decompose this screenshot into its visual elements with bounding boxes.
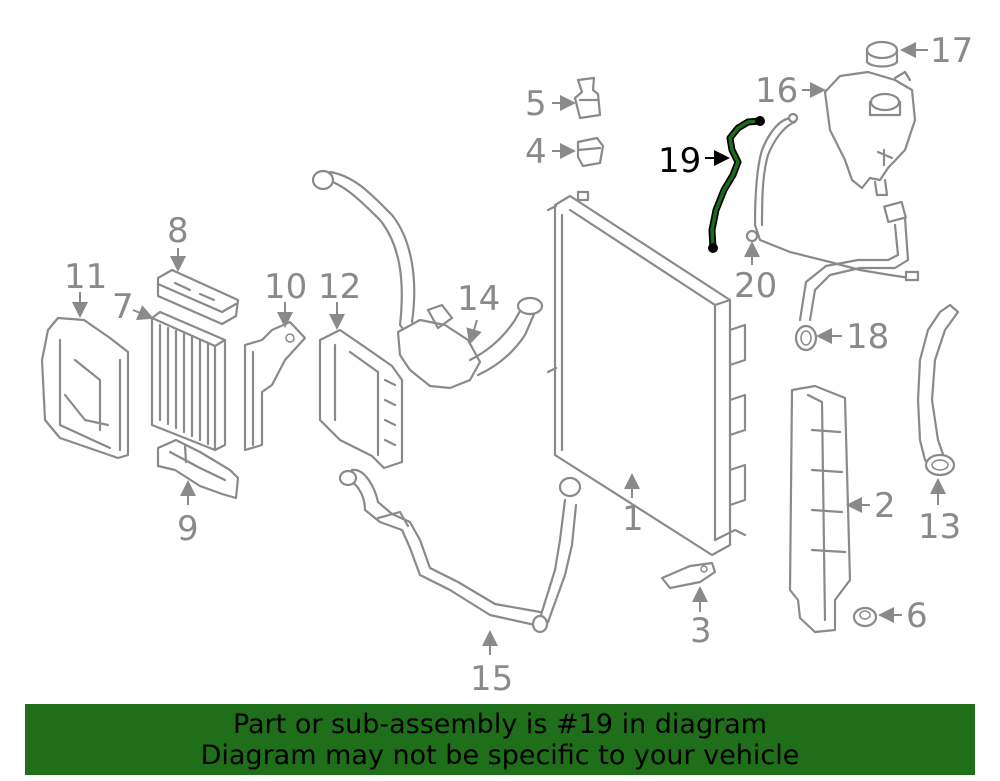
- highlight-banner: Part or sub-assembly is #19 in diagram D…: [25, 704, 975, 775]
- callout-5: 5: [525, 84, 547, 124]
- part-6-nut: [852, 606, 878, 628]
- callout-14: 14: [457, 279, 500, 319]
- part-17-cap: [865, 40, 899, 68]
- part-1-radiator: [546, 190, 747, 557]
- banner-line-part: Part or sub-assembly is #19 in diagram: [232, 709, 768, 740]
- callout-10: 10: [264, 267, 307, 307]
- callout-16: 16: [755, 71, 798, 111]
- part-14-hose: [311, 169, 544, 390]
- callout-6: 6: [906, 596, 928, 636]
- part-11-duct: [40, 316, 130, 460]
- part-7-cooler: [150, 310, 227, 452]
- callout-18: 18: [846, 317, 889, 357]
- callout-4: 4: [525, 132, 547, 172]
- callout-11: 11: [64, 257, 107, 297]
- callout-15: 15: [470, 659, 513, 699]
- part-12-air-guide: [318, 328, 404, 470]
- callout-17: 17: [930, 31, 973, 71]
- callout-3: 3: [690, 611, 712, 651]
- part-16-expansion-tank: [823, 70, 917, 197]
- part-3-bracket: [660, 561, 717, 590]
- part-4-clip: [576, 136, 605, 168]
- part-18-hose: [794, 200, 910, 352]
- part-10-bracket: [243, 320, 307, 452]
- part-9-bracket: [156, 438, 240, 500]
- callout-9: 9: [177, 509, 199, 549]
- part-20-vent-hose: [745, 112, 920, 282]
- callout-13: 13: [918, 507, 961, 547]
- callout-leaders: [72, 42, 946, 655]
- part-15-pipe: [338, 468, 582, 634]
- part-5-fastener: [573, 76, 602, 120]
- part-19-hose-highlighted: [708, 116, 765, 253]
- part-13-hose: [916, 303, 960, 477]
- callout-19: 19: [658, 141, 701, 181]
- callout-1: 1: [622, 499, 644, 539]
- callout-7: 7: [112, 287, 134, 327]
- part-2-bracket: [788, 384, 852, 634]
- callout-8: 8: [167, 211, 189, 251]
- callout-20: 20: [734, 266, 777, 306]
- callout-2: 2: [874, 486, 896, 526]
- callout-12: 12: [318, 267, 361, 307]
- parts-diagram: 1 2 3 4 5 6 7 8 9 10 11 12 13 14 15 16 1…: [40, 31, 973, 699]
- banner-line-disclaimer: Diagram may not be specific to your vehi…: [200, 740, 800, 771]
